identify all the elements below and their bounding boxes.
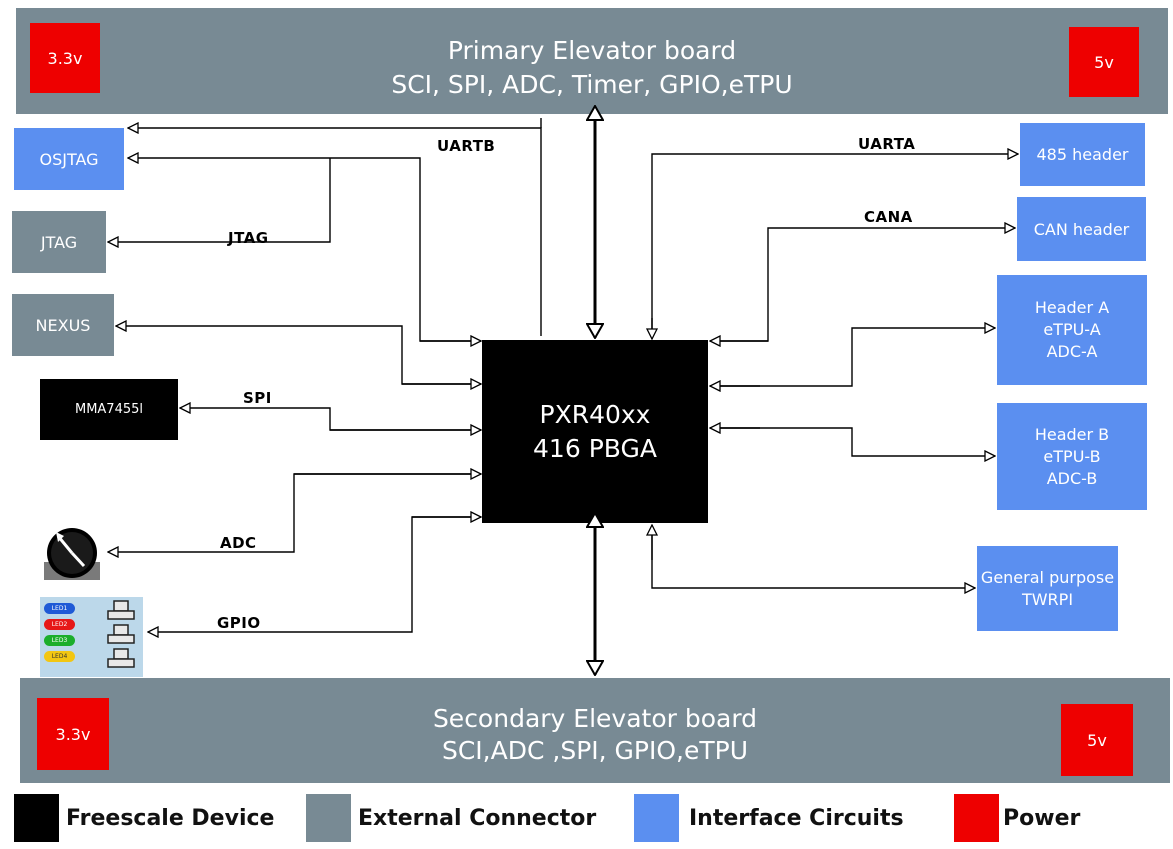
mma7455l-block: MMA7455l <box>40 379 178 440</box>
adc-wire <box>108 473 481 552</box>
twrpi-title: TWRPI <box>1021 589 1074 609</box>
potentiometer-icon <box>44 528 100 580</box>
header-a-adc: ADC-A <box>1046 342 1098 361</box>
header-a-etpu: eTPU-A <box>1043 320 1101 339</box>
legend-swatch-power <box>954 794 999 842</box>
leds-switches-panel: LED1 LED2 LED3 LED4 <box>40 597 143 677</box>
pxr40xx-chip: PXR40xx 416 PBGA <box>482 340 708 523</box>
label-adc: ADC <box>220 534 257 552</box>
secondary-board-title: Secondary Elevator board <box>432 704 758 733</box>
general-purpose-title: General purpose <box>980 567 1115 587</box>
primary-board-title: Primary Elevator board <box>447 36 737 65</box>
nexus-block: NEXUS <box>12 294 114 356</box>
header-b-title: Header B <box>1034 424 1110 444</box>
legend-label-freescale: Freescale Device <box>66 806 275 831</box>
legend-swatch-interface <box>634 794 679 842</box>
header-b-adc: ADC-B <box>1046 468 1098 488</box>
header-a-block: Header A eTPU-A ADC-A <box>997 275 1147 385</box>
cana-wire <box>710 228 1015 342</box>
label-uarta: UARTA <box>858 135 916 153</box>
primary-power-3v3: 3.3v <box>30 23 100 93</box>
general-purpose-twrpi-block: General purpose TWRPI <box>977 546 1118 631</box>
header-a-title: Header A <box>1034 298 1110 317</box>
led-icon: LED1 <box>44 603 75 614</box>
secondary-elevator-board: Secondary Elevator board SCI,ADC ,SPI, G… <box>20 678 1170 783</box>
label-spi: SPI <box>243 389 272 407</box>
secondary-board-buses: SCI,ADC ,SPI, GPIO,eTPU <box>441 736 749 765</box>
primary-elevator-board: Primary Elevator board SCI, SPI, ADC, Ti… <box>16 8 1168 114</box>
secondary-power-5v: 5v <box>1061 704 1133 776</box>
led-icon: LED3 <box>44 635 75 646</box>
spi-wire <box>180 408 481 431</box>
label-cana: CANA <box>864 208 913 226</box>
header-b-etpu: eTPU-B <box>1043 446 1101 466</box>
legend-label-power: Power <box>1003 806 1081 831</box>
primary-board-buses: SCI, SPI, ADC, Timer, GPIO,eTPU <box>391 70 793 99</box>
label-gpio: GPIO <box>217 614 261 632</box>
pushbutton-icon <box>107 600 135 668</box>
header-b-block: Header B eTPU-B ADC-B <box>997 403 1147 510</box>
chip-package: 416 PBGA <box>533 433 657 463</box>
general-purpose-wire <box>651 526 975 588</box>
legend-label-interface: Interface Circuits <box>689 806 904 831</box>
uarta-wire <box>651 154 1018 338</box>
secondary-power-3v3: 3.3v <box>37 698 109 770</box>
gpio-wire <box>148 516 481 632</box>
nexus-wire <box>116 326 481 385</box>
osjtag-wire <box>128 158 481 342</box>
jtag-block: JTAG <box>12 211 106 273</box>
rs485-header-block: 485 header <box>1020 123 1145 186</box>
header-b-wire <box>710 427 995 456</box>
chip-name: PXR40xx <box>539 399 651 429</box>
legend-swatch-external <box>306 794 351 842</box>
uartb-wire <box>128 128 542 336</box>
osjtag-block: OSJTAG <box>14 128 124 190</box>
led-icon: LED2 <box>44 619 75 630</box>
label-jtag: JTAG <box>228 229 269 247</box>
jtag-wire <box>108 158 331 242</box>
legend-swatch-freescale <box>14 794 59 842</box>
primary-power-5v: 5v <box>1069 27 1139 97</box>
header-a-wire <box>710 328 995 387</box>
can-header-block: CAN header <box>1017 197 1146 261</box>
led-icon: LED4 <box>44 651 75 662</box>
legend-label-external: External Connector <box>358 806 597 831</box>
label-uartb: UARTB <box>437 137 496 155</box>
